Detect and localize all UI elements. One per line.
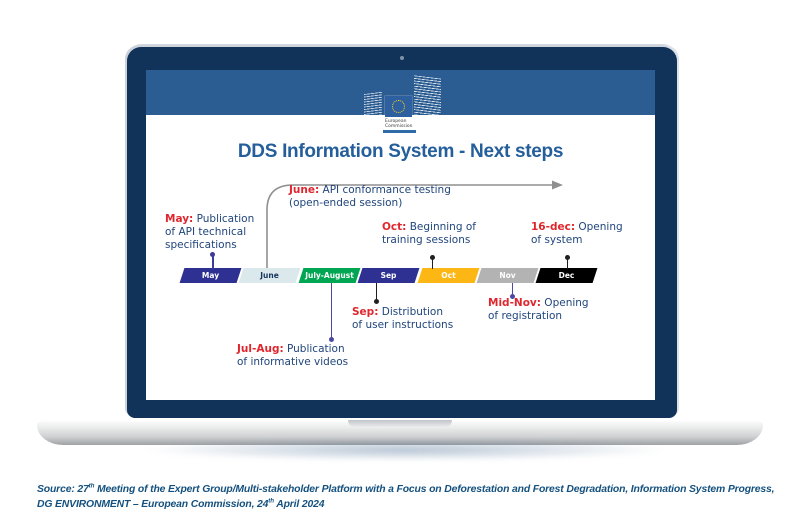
timeline-segment-oct: Oct: [417, 268, 480, 283]
connector-line: [212, 256, 214, 269]
milestone-prefix: 16-dec:: [531, 221, 576, 233]
milestone-label-sep: Sep: Distribution of user instructions: [352, 306, 453, 332]
milestone-dot: [373, 299, 379, 304]
timeline-segment-july-august: July-August: [298, 268, 361, 283]
milestone-text: Opening of registration: [488, 297, 589, 322]
timeline-segment-nov: Nov: [476, 268, 539, 283]
milestone-text: Distribution of user instructions: [352, 306, 454, 331]
milestone-prefix: Oct:: [382, 221, 407, 233]
milestone-dot: [429, 254, 435, 260]
timeline-segment-dec: Dec: [535, 268, 598, 283]
milestone-label-oct: Oct: Beginning of training sessions: [382, 221, 476, 247]
timeline: Dec Nov Oct Sep July-August June May May: Publ…: [146, 70, 655, 400]
connector-line: [375, 283, 377, 300]
milestone-prefix: Mid-Nov:: [488, 297, 541, 309]
source-line-1: Source: 27th Meeting of the Expert Group…: [37, 482, 775, 495]
milestone-prefix: Jul-Aug:: [237, 343, 284, 355]
european-commission-logo: European Commission: [362, 75, 446, 134]
logo-underline: [383, 130, 416, 133]
laptop-shadow: [40, 441, 770, 475]
milestone-label-16dec: 16-dec: Opening of system: [531, 221, 623, 247]
webcam-dot-icon: [400, 56, 404, 60]
milestone-prefix: June:: [289, 184, 320, 196]
timeline-segment-label: May: [201, 271, 220, 280]
milestone-dot: [328, 336, 334, 342]
presentation-slide: European Commission DDS Information Syst…: [146, 70, 655, 400]
timeline-segment-sep: Sep: [357, 268, 420, 283]
laptop-notch: [348, 420, 452, 428]
milestone-prefix: May:: [165, 213, 194, 225]
laptop-base: [37, 420, 763, 445]
timeline-segment-june: June: [238, 268, 301, 283]
timeline-segment-label: Sep: [380, 271, 397, 280]
milestone-dot: [509, 294, 515, 299]
milestone-text: Publication of API technical specificati…: [165, 213, 255, 251]
laptop-screen: European Commission DDS Information Syst…: [127, 47, 677, 418]
milestone-label-june: June: API conformance testing (open-ende…: [289, 184, 451, 210]
milestone-text: Beginning of training sessions: [382, 221, 476, 246]
logo-word-2: Commission: [385, 123, 413, 129]
timeline-segment-label: Nov: [499, 271, 516, 280]
milestone-label-may: May: Publication of API technical specif…: [165, 213, 254, 252]
timeline-segment-label: Dec: [559, 271, 575, 280]
milestone-text: Opening of system: [531, 221, 623, 246]
eu-flag-icon: [385, 96, 412, 117]
logo-wordmark: European Commission: [383, 117, 416, 130]
milestone-prefix: Sep:: [352, 306, 379, 318]
slide-title: DDS Information System - Next steps: [237, 141, 564, 162]
milestone-dot: [210, 251, 216, 257]
milestone-label-julaug: Jul-Aug: Publication of informative vide…: [237, 343, 348, 369]
connector-line: [566, 259, 568, 269]
milestone-text: Publication of informative videos: [237, 343, 349, 368]
connector-line: [511, 283, 513, 295]
milestone-label-midnov: Mid-Nov: Opening of registration: [488, 297, 589, 323]
eu-stars-icon: [392, 100, 405, 113]
source-line-2: DG ENVIRONMENT – European Commission, 24…: [37, 497, 325, 510]
timeline-segment-label: June: [260, 271, 280, 280]
timeline-segment-label: Oct: [440, 271, 456, 280]
logo-word-1: European: [385, 118, 407, 124]
milestone-text: API conformance testing (open-ended sess…: [289, 184, 451, 209]
source-citation: Source: 27th Meeting of the Expert Group…: [37, 483, 785, 512]
timeline-segment-label: July-August: [304, 271, 354, 280]
timeline-segment-may: May: [179, 268, 242, 283]
connector-line: [330, 283, 332, 338]
milestone-dot: [564, 254, 570, 260]
connector-line: [431, 259, 433, 269]
